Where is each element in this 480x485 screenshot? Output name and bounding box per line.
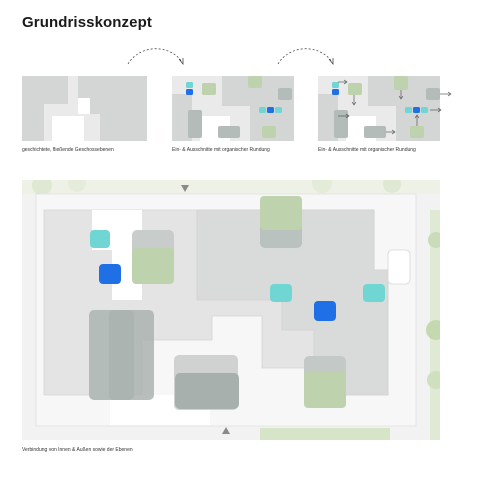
diagram-1-caption: geschichtete, fließende Geschossebenen — [22, 147, 114, 153]
balcony — [387, 249, 411, 285]
arrow-head-1 — [178, 58, 184, 65]
cyan-element-2 — [270, 284, 292, 302]
volume-2 — [109, 310, 154, 400]
entry-marker-top — [181, 185, 189, 192]
curved-arrow-2 — [277, 48, 333, 65]
blue-element-2 — [314, 301, 336, 321]
diagram-layers — [22, 76, 147, 141]
cyan-element-1 — [90, 230, 110, 248]
floor-plan — [22, 180, 440, 440]
cyan-element-3 — [363, 284, 385, 302]
diagram-cutouts-arrows — [318, 76, 452, 141]
vegetation-top — [22, 180, 440, 194]
plan-caption: Verbindung von Innen & Außen sowie der E… — [22, 447, 133, 453]
entry-marker-bottom — [222, 427, 230, 434]
curved-arrows — [127, 48, 334, 65]
green-volume-3 — [304, 372, 346, 408]
diagram-cutouts — [172, 76, 294, 141]
volume-6 — [175, 373, 239, 409]
curved-arrow-1 — [127, 48, 183, 65]
blue-element-1 — [99, 264, 121, 284]
diagram-3-caption: Ein- & Ausschnitte mit organischer Rundu… — [318, 147, 416, 153]
green-volume-2 — [260, 196, 302, 230]
diagram-2-caption: Ein- & Ausschnitte mit organischer Rundu… — [172, 147, 270, 153]
page-title: Grundrisskonzept — [22, 14, 152, 31]
arrow-head-2 — [328, 58, 334, 65]
green-volume-1 — [132, 248, 174, 284]
